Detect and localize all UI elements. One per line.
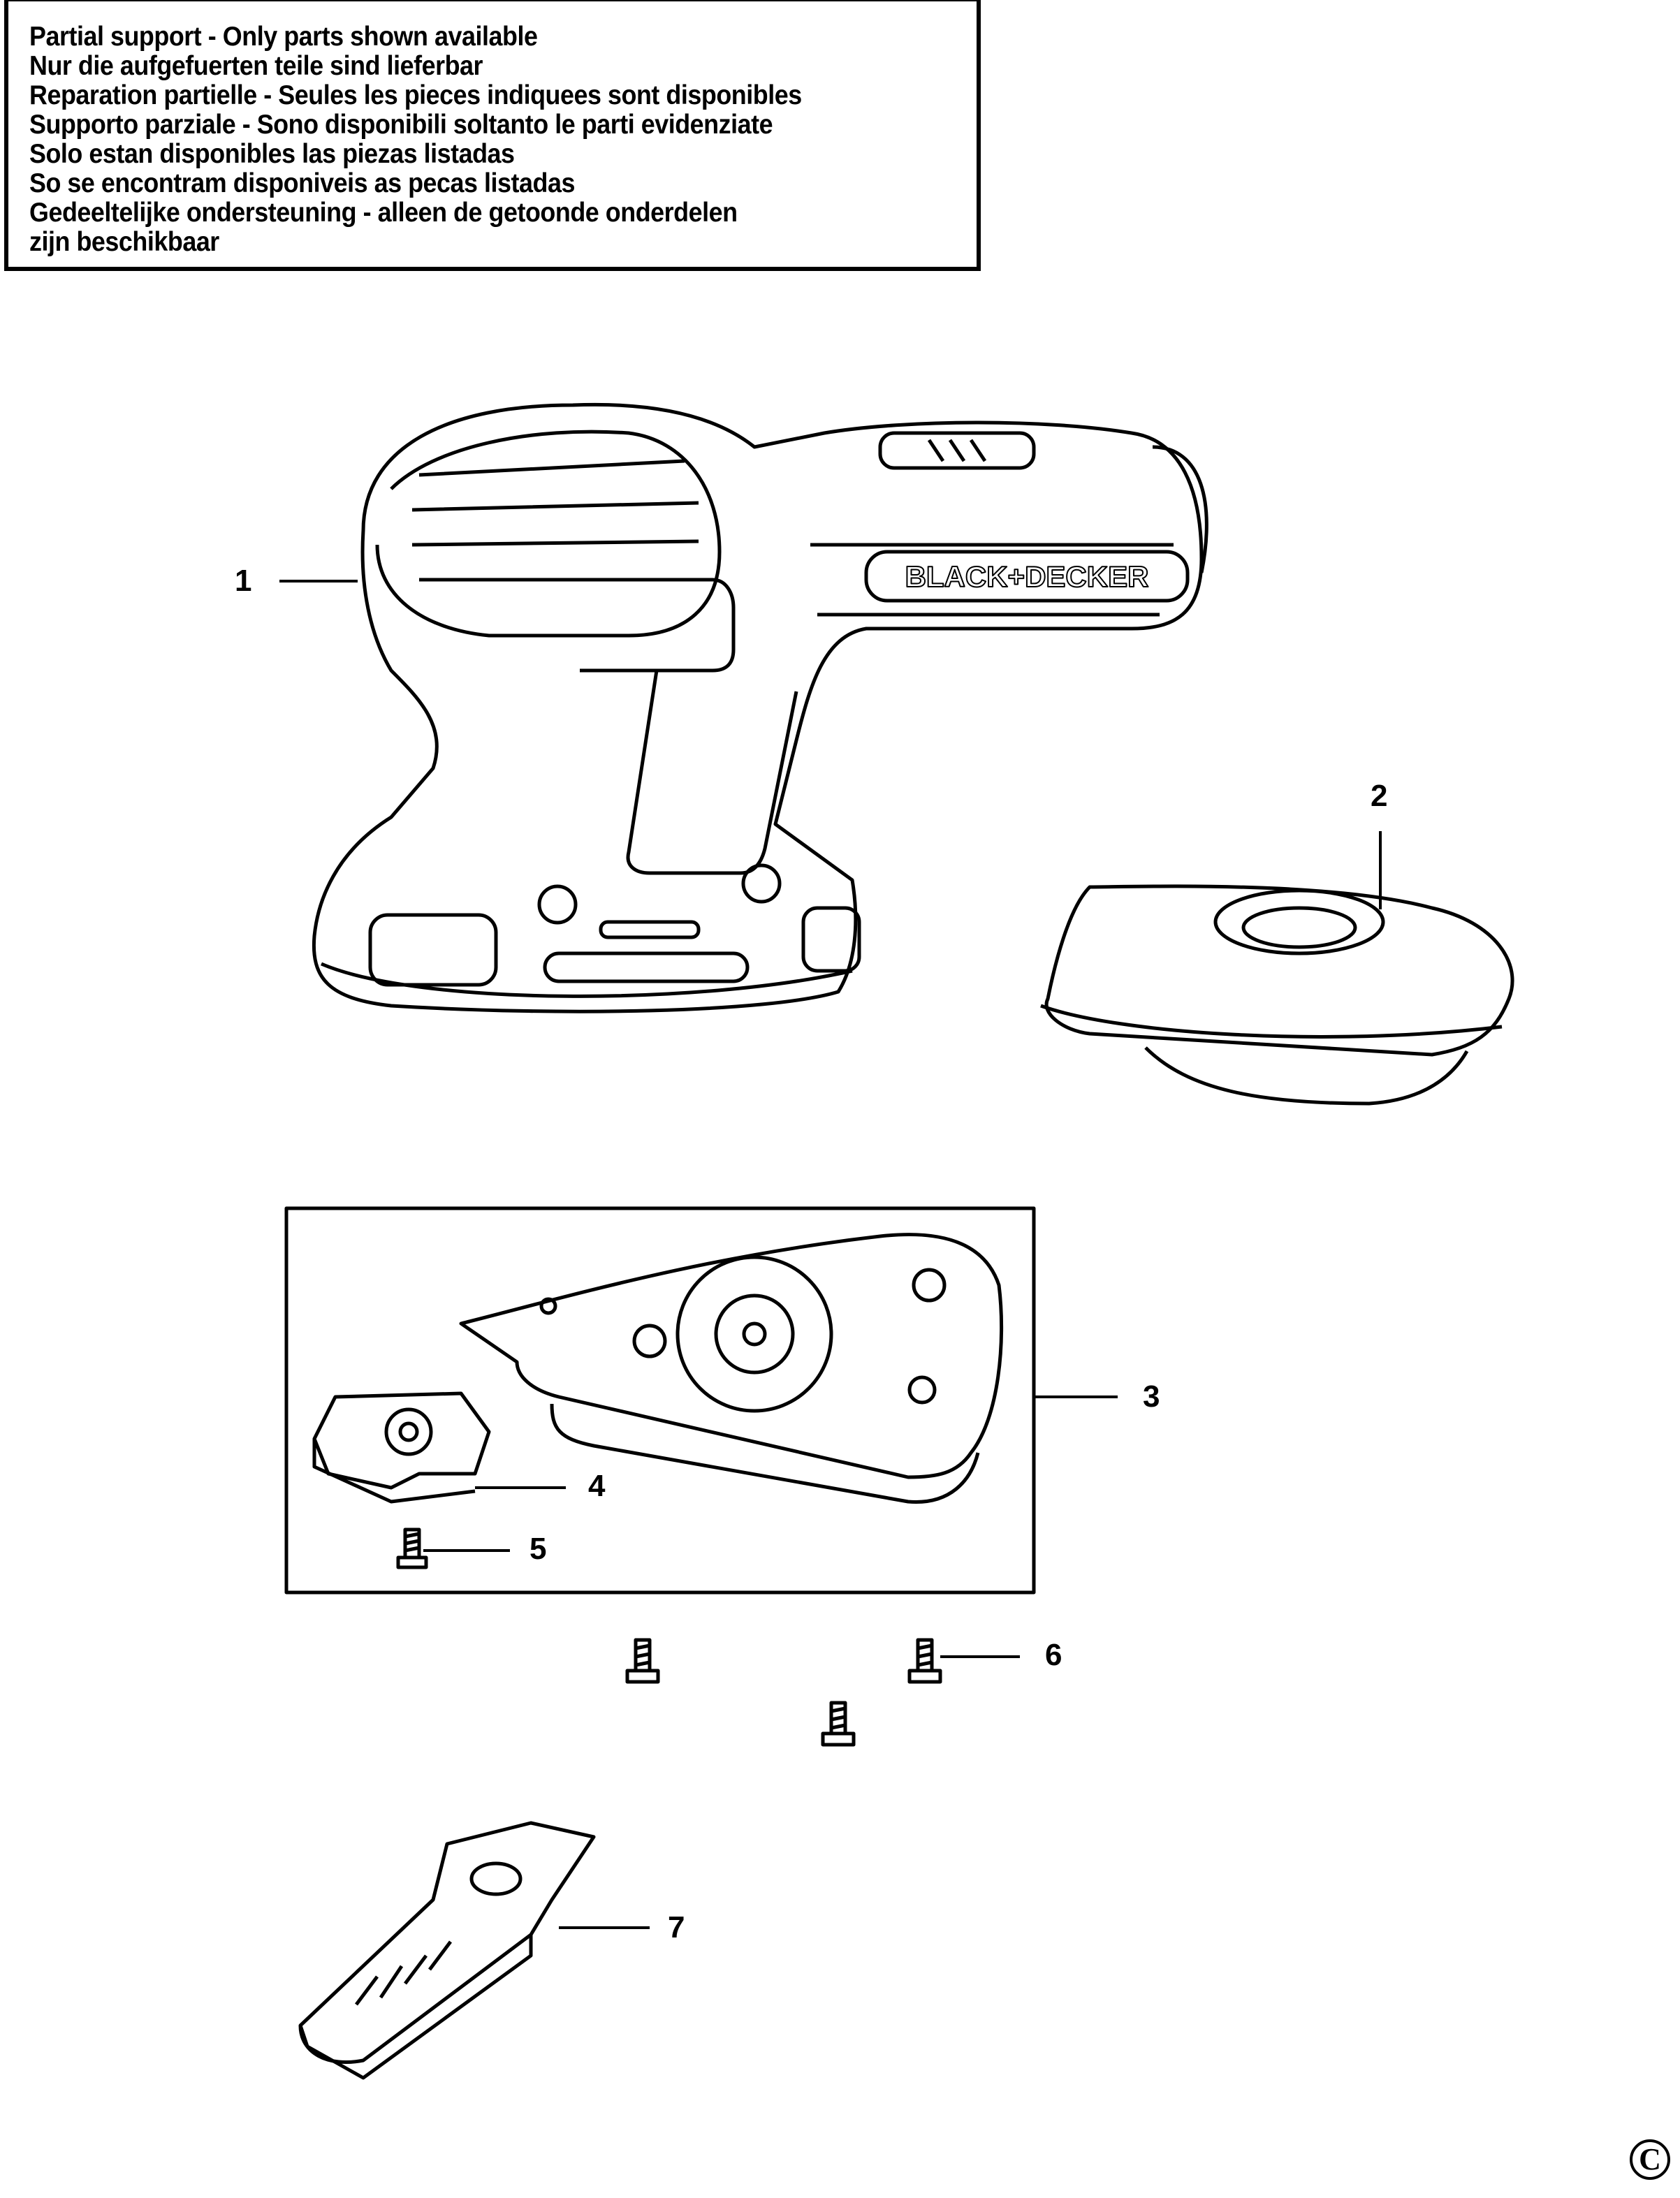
notice-line: Partial support - Only parts shown avail… bbox=[29, 22, 538, 52]
part-3-base-plate bbox=[459, 1233, 1004, 1504]
part-2-dust-canister bbox=[1040, 884, 1514, 1106]
part-label-5: 5 bbox=[529, 1532, 547, 1566]
notice-line: Supporto parziale - Sono disponibili sol… bbox=[29, 110, 773, 140]
brand-logo: BLACK+DECKER bbox=[905, 560, 1149, 593]
copyright-icon: C bbox=[1630, 2139, 1670, 2180]
notice-line: Reparation partielle - Seules les pieces… bbox=[29, 80, 802, 110]
part-1-sander-body: BLACK+DECKER bbox=[312, 402, 1208, 1013]
part-label-3: 3 bbox=[1143, 1379, 1160, 1414]
notice-line: zijn beschikbaar bbox=[29, 227, 219, 257]
notice-line: Gedeeltelijke ondersteuning - alleen de … bbox=[29, 198, 738, 228]
leader-lines bbox=[279, 580, 1382, 1929]
part-label-2: 2 bbox=[1371, 779, 1388, 813]
notice-line: Nur die aufgefuerten teile sind lieferba… bbox=[29, 51, 483, 81]
screw-6b bbox=[907, 1638, 942, 1684]
screw-5 bbox=[396, 1527, 428, 1569]
kit-group-box bbox=[284, 1206, 1036, 1595]
partial-support-notice: Partial support - Only parts shown avail… bbox=[4, 0, 981, 271]
screw-6a bbox=[625, 1638, 660, 1684]
part-label-4: 4 bbox=[588, 1469, 606, 1503]
part-7-finger-attachment bbox=[298, 1821, 596, 2080]
part-label-6: 6 bbox=[1045, 1638, 1062, 1672]
notice-line: So se encontram disponiveis as pecas lis… bbox=[29, 168, 575, 198]
notice-line: Solo estan disponibles las piezas listad… bbox=[29, 139, 515, 169]
brand-logo-plate bbox=[864, 550, 1190, 603]
part-4-clamp bbox=[312, 1391, 491, 1504]
part-label-7: 7 bbox=[668, 1910, 685, 1944]
part-label-1: 1 bbox=[235, 564, 252, 598]
screw-6c bbox=[821, 1701, 856, 1747]
